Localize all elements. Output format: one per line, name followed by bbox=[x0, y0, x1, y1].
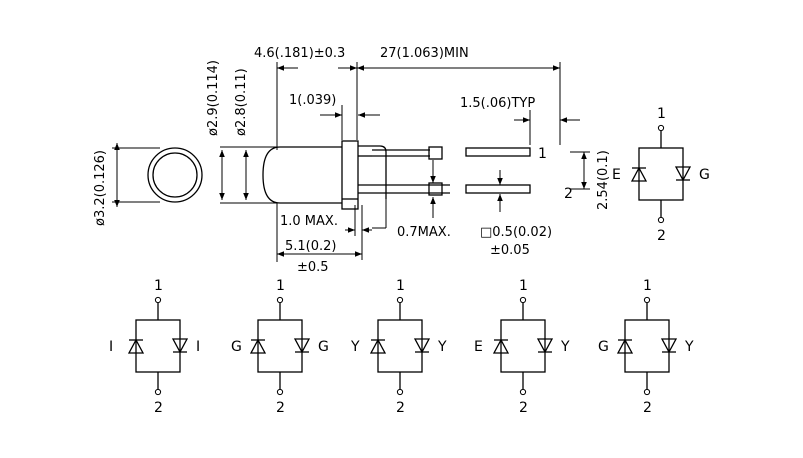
pin-2-terminal bbox=[276, 388, 284, 396]
right-color-label: Y bbox=[684, 339, 694, 355]
left-diode-icon bbox=[249, 338, 267, 354]
pin-2-terminal bbox=[643, 388, 651, 396]
pin-2-label: 2 bbox=[643, 400, 652, 416]
lead-1-number: 1 bbox=[538, 146, 547, 162]
schematic-box bbox=[257, 319, 303, 373]
lead-max-label: 0.7MAX. bbox=[397, 225, 451, 240]
pin-1-terminal bbox=[154, 296, 162, 304]
flange-length-label: 4.6(.181)±0.3 bbox=[254, 46, 345, 61]
left-color-label: G bbox=[231, 339, 242, 355]
pin-2-terminal bbox=[519, 388, 527, 396]
pin-2-terminal bbox=[154, 388, 162, 396]
left-color-label: E bbox=[612, 167, 621, 183]
pitch-label: 2.54(0.1) bbox=[596, 150, 611, 210]
variant-schematic: 1 2 E Y bbox=[474, 278, 570, 416]
left-color-label: I bbox=[109, 339, 113, 355]
front-view: ø3.2(0.126) bbox=[93, 143, 203, 226]
right-diode-icon bbox=[674, 166, 692, 182]
schematic-box bbox=[377, 319, 423, 373]
right-diode-icon bbox=[660, 338, 678, 354]
right-color-label: G bbox=[699, 167, 710, 183]
pin-2-label: 2 bbox=[154, 400, 163, 416]
right-diode-icon bbox=[413, 338, 431, 354]
pin-2-label: 2 bbox=[276, 400, 285, 416]
pin-1-terminal bbox=[519, 296, 527, 304]
left-diode-icon bbox=[369, 338, 387, 354]
pin-1-terminal bbox=[657, 124, 665, 132]
right-color-label: G bbox=[318, 339, 329, 355]
pin-1-label: 1 bbox=[276, 278, 285, 294]
right-color-label: Y bbox=[560, 339, 570, 355]
step-label: 1(.039) bbox=[289, 93, 336, 108]
pin-2-label: 2 bbox=[396, 400, 405, 416]
lead-length-label: 27(1.063)MIN bbox=[380, 46, 469, 61]
pin-2-label: 2 bbox=[519, 400, 528, 416]
variant-schematic: 1 2 G Y bbox=[598, 278, 694, 416]
right-color-label: I bbox=[196, 339, 200, 355]
overall-length-label: 5.1(0.2) bbox=[285, 239, 337, 254]
pin-1-label: 1 bbox=[154, 278, 163, 294]
pin-1-label: 1 bbox=[657, 106, 666, 122]
lead-2-number: 2 bbox=[564, 186, 573, 202]
pin-1-terminal bbox=[396, 296, 404, 304]
body-diameter-label: ø3.2(0.126) bbox=[93, 150, 108, 226]
pin-1-terminal bbox=[643, 296, 651, 304]
lens-diameter-1-label: ø2.9(0.114) bbox=[206, 60, 221, 136]
schematic-box bbox=[500, 319, 546, 373]
left-diode-icon bbox=[127, 338, 145, 354]
right-color-label: Y bbox=[437, 339, 447, 355]
variant-schematic: 1 2 I I bbox=[109, 278, 200, 416]
flange-max-label: 1.0 MAX. bbox=[280, 214, 338, 229]
pin-2-label: 2 bbox=[657, 228, 666, 244]
side-view: ø2.9(0.114) ø2.8(0.11) 4.6(.181)±0.3 27(… bbox=[206, 46, 611, 275]
schematic-box bbox=[624, 319, 670, 373]
lead-square-tol-label: ±0.05 bbox=[490, 243, 530, 258]
left-diode-icon bbox=[492, 338, 510, 354]
right-diode-icon bbox=[171, 338, 189, 354]
pin-2-terminal bbox=[657, 216, 665, 224]
right-diode-icon bbox=[293, 338, 311, 354]
left-diode-icon bbox=[616, 338, 634, 354]
variant-schematic: 1 2 G G bbox=[231, 278, 329, 416]
main-schematic: 1 2 E G bbox=[612, 106, 710, 244]
pin-1-label: 1 bbox=[643, 278, 652, 294]
lead-width-label: 1.5(.06)TYP bbox=[460, 96, 535, 111]
overall-tol-label: ±0.5 bbox=[297, 260, 329, 275]
variant-schematic: 1 2 Y Y bbox=[350, 278, 447, 416]
right-diode-icon bbox=[536, 338, 554, 354]
left-color-label: G bbox=[598, 339, 609, 355]
schematic-box bbox=[135, 319, 181, 373]
pin-2-terminal bbox=[396, 388, 404, 396]
left-diode-icon bbox=[630, 166, 648, 182]
left-color-label: E bbox=[474, 339, 483, 355]
schematic-box bbox=[638, 147, 684, 201]
pin-1-label: 1 bbox=[519, 278, 528, 294]
lead-square-label: □0.5(0.02) bbox=[480, 225, 552, 240]
lens-diameter-2-label: ø2.8(0.11) bbox=[234, 68, 249, 136]
pin-1-label: 1 bbox=[396, 278, 405, 294]
left-color-label: Y bbox=[350, 339, 360, 355]
pin-1-terminal bbox=[276, 296, 284, 304]
